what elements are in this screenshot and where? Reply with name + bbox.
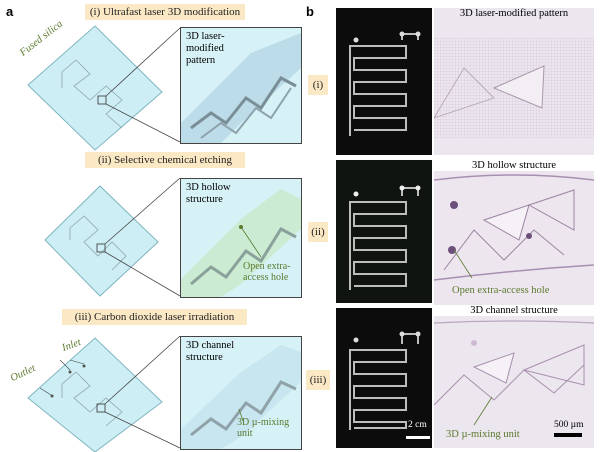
detail-iii-text: 3D channel structure bbox=[186, 340, 235, 363]
photo-scale-label: 2 cm bbox=[408, 420, 427, 430]
detail-i-text: 3D laser- modified pattern bbox=[186, 31, 225, 66]
panel-a-illustration bbox=[27, 25, 181, 452]
step-i-label: (i) Ultrafast laser 3D modification bbox=[85, 4, 245, 20]
row-i-tag: (i) bbox=[308, 75, 328, 95]
panel-a-letter: a bbox=[6, 4, 14, 19]
micrograph-i-pattern bbox=[434, 38, 594, 138]
panel-b-letter: b bbox=[306, 4, 314, 19]
micrograph-ii-annotation: Open extra-access hole bbox=[452, 285, 550, 296]
detail-iii-annotation: 3D µ-mixing unit bbox=[237, 417, 290, 439]
device-photos bbox=[336, 8, 432, 448]
micrograph-i-caption: 3D laser-modified pattern bbox=[459, 8, 569, 19]
zigzag-channel-i bbox=[181, 33, 301, 143]
micrograph-iii-caption: 3D channel structure bbox=[434, 305, 594, 316]
micrograph-iii: 3D channel structure 3D µ-mixing unit bbox=[434, 305, 594, 448]
row-iii-tag: (iii) bbox=[306, 370, 330, 390]
micrograph-i: 3D laser-modified pattern bbox=[434, 8, 594, 155]
zigzag-channel-iii bbox=[181, 345, 301, 449]
detail-ii-text: 3D hollow structure bbox=[186, 182, 231, 205]
detail-box-iii: 3D channel structure 3D µ-mixing unit bbox=[180, 336, 302, 450]
micrograph-iii-annotation: 3D µ-mixing unit bbox=[446, 429, 520, 440]
substrate-ii bbox=[44, 177, 181, 297]
substrate-i bbox=[27, 25, 181, 151]
micrograph-ii-pattern bbox=[434, 174, 594, 281]
substrate-iii bbox=[27, 335, 181, 452]
micrograph-iii-pattern bbox=[434, 320, 594, 437]
detail-box-ii: 3D hollow structure Open extra- access h… bbox=[180, 178, 302, 298]
zigzag-channel-ii bbox=[181, 189, 301, 297]
detail-ii-annotation: Open extra- access hole bbox=[243, 261, 291, 283]
step-ii-label: (ii) Selective chemical etching bbox=[85, 152, 245, 168]
detail-box-i: 3D laser- modified pattern bbox=[180, 27, 302, 144]
micrograph-ii: 3D hollow structure Open extra-access ho… bbox=[434, 160, 594, 307]
row-ii-tag: (ii) bbox=[308, 222, 328, 242]
micrograph-ii-caption: 3D hollow structure bbox=[434, 160, 594, 171]
micro-scale-label: 500 µm bbox=[554, 420, 584, 430]
step-iii-label: (iii) Carbon dioxide laser irradiation bbox=[62, 309, 247, 325]
